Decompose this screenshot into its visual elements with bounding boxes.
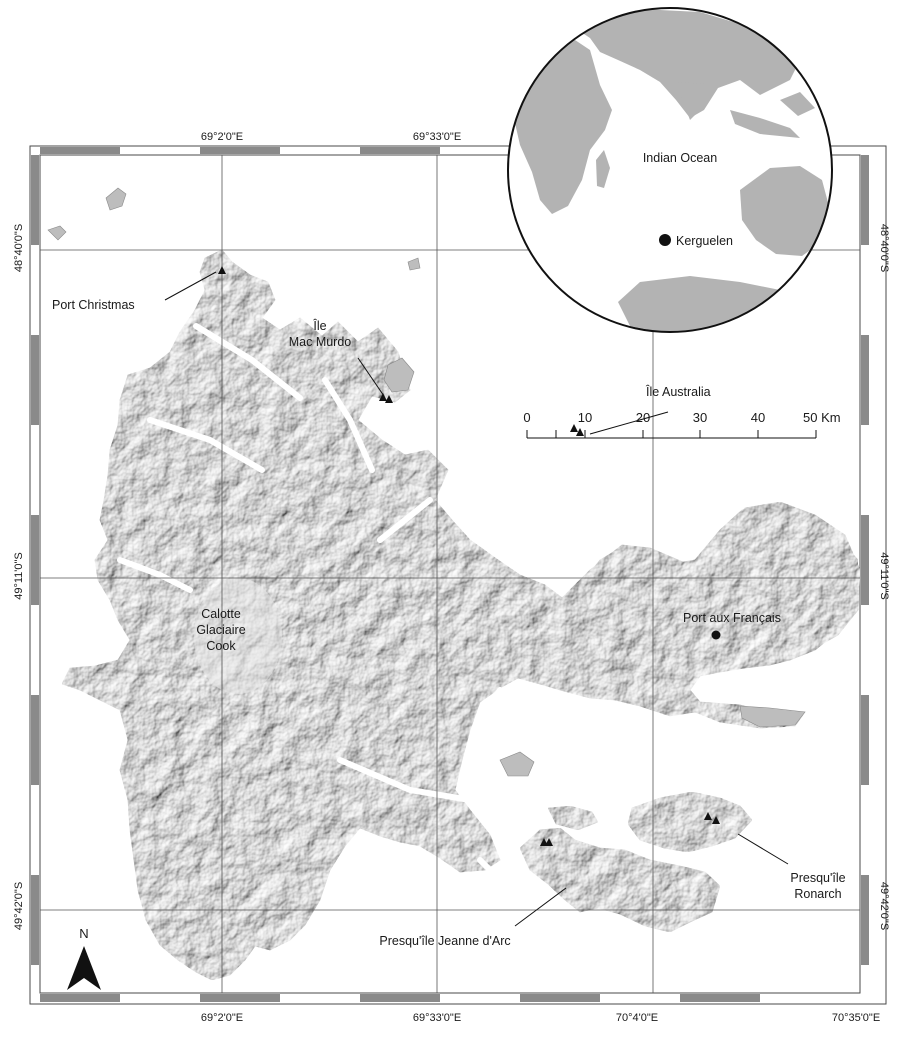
scale-tick-label: 10 [578, 410, 592, 425]
calotte-label: Calotte [201, 607, 241, 621]
leader-lines [164, 271, 789, 927]
site-marker-icon [712, 816, 720, 824]
coordinate-labels: 69°2'0"E 69°33'0"E 69°2'0"E 69°33'0"E 70… [13, 131, 890, 1024]
lat-left-label: 49°11'0"S [13, 552, 25, 600]
lon-top-label: 69°33'0"E [413, 131, 461, 143]
indian-ocean-label: Indian Ocean [643, 151, 717, 165]
place-markers [218, 266, 721, 846]
jeanne-darc-label: Presqu'île Jeanne d'Arc [379, 934, 510, 948]
lat-right-label: 49°42'0"S [878, 882, 890, 930]
scale-tick-label: 30 [693, 410, 707, 425]
port-aux-francais-label: Port aux Français [683, 611, 781, 625]
north-arrow-icon: N [67, 926, 101, 990]
site-marker-icon [576, 428, 584, 436]
port-christmas-label: Port Christmas [52, 298, 135, 312]
site-marker-icon [385, 395, 393, 403]
lon-bottom-label: 69°33'0"E [413, 1012, 461, 1024]
site-marker-icon [704, 812, 712, 820]
site-marker-icon [570, 424, 578, 432]
scale-bar: 0 10 20 30 40 50 Km [523, 410, 841, 439]
scale-tick-label: 50 Km [803, 410, 841, 425]
calotte-label: Glaciaire [196, 623, 245, 637]
port-aux-francais-dot [711, 630, 721, 640]
ile-mac-murdo-label: Île [312, 318, 326, 333]
site-marker-icon [545, 838, 553, 846]
lat-right-label: 49°11'0"S [878, 552, 890, 600]
lon-bottom-label: 70°35'0"E [832, 1012, 880, 1024]
ronarch-label: Ronarch [794, 887, 841, 901]
lat-left-label: 49°42'0"S [13, 882, 25, 930]
lon-bottom-label: 69°2'0"E [201, 1012, 243, 1024]
ile-australia-label: Île Australia [645, 384, 711, 399]
site-marker-icon [218, 266, 226, 274]
kerguelen-label: Kerguelen [676, 234, 733, 248]
site-marker-icon [379, 393, 387, 401]
lat-right-label: 48°40'0"S [878, 224, 890, 272]
scale-tick-label: 0 [523, 410, 530, 425]
place-labels: Port Christmas Île Mac Murdo Calotte Gla… [52, 298, 846, 948]
scale-tick-label: 40 [751, 410, 765, 425]
ile-mac-murdo-label: Mac Murdo [289, 335, 352, 349]
scale-tick-label: 20 [636, 410, 650, 425]
ronarch-label: Presqu'île [790, 871, 845, 885]
lon-top-label: 69°2'0"E [201, 131, 243, 143]
lon-bottom-label: 70°4'0"E [616, 1012, 658, 1024]
kerguelen-island [47, 187, 860, 981]
calotte-label: Cook [206, 639, 236, 653]
graticule [40, 155, 860, 993]
north-label: N [79, 926, 88, 941]
inset-globe: Indian Ocean Kerguelen [507, 7, 833, 333]
kerguelen-dot [659, 234, 671, 246]
lat-left-label: 48°40'0"S [13, 224, 25, 272]
